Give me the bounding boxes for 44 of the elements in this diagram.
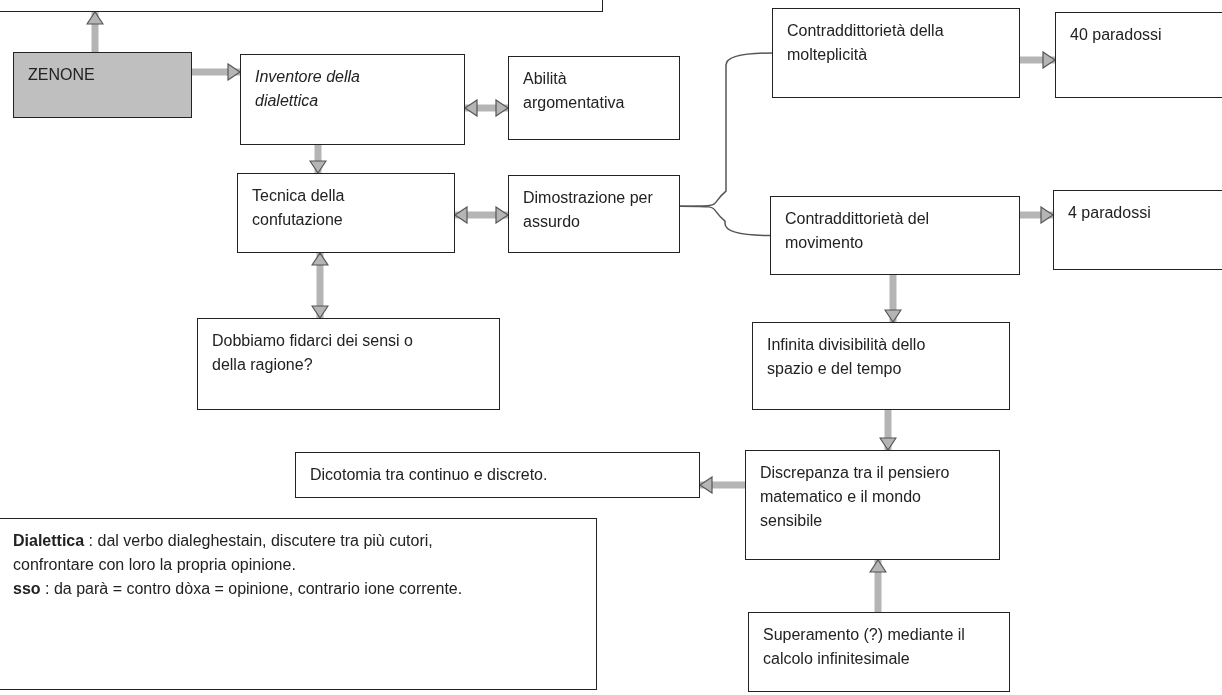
box-text: Dimostrazione per assurdo [523,188,653,232]
block-arrow [1020,51,1056,69]
text-box [295,452,700,498]
block-arrow [699,476,745,494]
box-text: 40 paradossi [1070,25,1163,45]
box-text: Inventore della dialettica [255,67,361,111]
box-text: Superamento (?) mediante il calcolo infinitesimale [763,625,966,669]
block-arrow [454,206,509,224]
box-text: Abilità argomentativa [523,69,626,113]
note-box [0,518,597,690]
box-text: Dialettica : dal verbo dialeghestain, discutere tra più cutori, confrontare con loro la propria opinione. [13,531,434,575]
block-arrow [192,63,241,81]
block-arrow [309,145,327,174]
text-box [745,450,1000,560]
box-text: Contraddittorietà del movimento [785,209,931,253]
block-arrow [464,99,509,117]
text-box [1055,12,1222,98]
topic-box [13,52,192,118]
text-box [770,196,1020,275]
text-box [752,322,1010,410]
text-box [508,175,680,253]
text-box [237,173,455,253]
box-text: 4 paradossi [1068,203,1152,223]
block-arrow [86,11,104,52]
block-arrow [884,275,902,323]
box-text: Dicotomia tra continuo e discreto. [310,465,549,485]
box-text: sso : da parà = contro dòxa = opinione, contrario ione corrente. [13,579,464,599]
brace-connector [679,205,771,237]
text-box [240,54,465,145]
block-arrow [879,410,897,451]
text-box [197,318,500,410]
text-box [748,612,1010,692]
box-text: Discrepanza tra il pensiero matematico e il mondo sensibile [760,463,951,531]
box-text: Tecnica della confutazione [252,186,346,230]
text-box [772,8,1020,98]
text-box [1053,190,1222,270]
block-arrow [869,559,887,612]
block-arrow [311,252,329,319]
box-text: Infinita divisibilità dello spazio e del tempo [767,335,927,379]
text-box [508,56,680,140]
box-text: Dobbiamo fidarci dei sensi o della ragione? [212,331,414,375]
block-arrow [1020,206,1054,224]
box-text: Contraddittorietà della molteplicità [787,21,945,65]
box-text: ZENONE [28,65,96,85]
